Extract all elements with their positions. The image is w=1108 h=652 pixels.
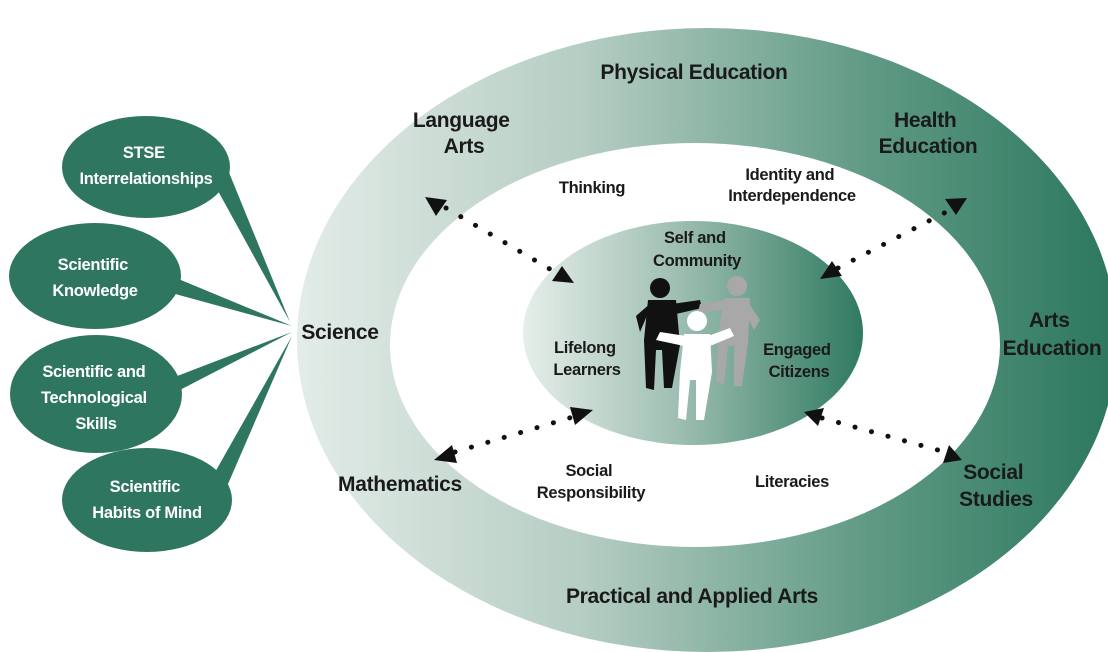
label-thinking: Thinking: [559, 179, 625, 197]
bubble-connectors: [168, 170, 292, 484]
bubble-knowledge-line1: Scientific: [58, 256, 128, 274]
bubble-skills-line3: Skills: [75, 415, 116, 433]
arrow-top-left: [443, 205, 563, 278]
svg-text:Scientific Habits of Min: Scientific Habits of Mind: [92, 478, 201, 522]
label-lifelong-learners: Lifelong Learners: [553, 339, 620, 379]
label-arts-education: Arts Education: [1003, 309, 1102, 360]
label-mathematics: Mathematics: [338, 473, 462, 496]
label-language-arts: Language Arts: [413, 109, 515, 158]
core-ellipse: [523, 221, 863, 445]
label-literacies: Literacies: [755, 473, 829, 491]
bubble-skills: Scientific and Technological Skills: [10, 335, 182, 453]
figure-black: [636, 278, 702, 390]
label-science: Science: [301, 321, 378, 344]
bubble-habits: Scientific Habits of Mind: [62, 448, 232, 552]
label-identity-interdependence: Identity and Interdependence: [728, 166, 856, 205]
figure-white: [656, 311, 734, 420]
label-social-responsibility: Social Responsibility: [537, 462, 647, 502]
svg-text:Scientific Knowledge: Scientific Knowledge: [52, 256, 137, 300]
label-social-studies: Social Studies: [959, 461, 1033, 511]
bubble-stse: STSE Interrelationships: [62, 116, 230, 218]
bubble-knowledge-line2: Knowledge: [52, 282, 137, 300]
dotted-arrows: [425, 197, 967, 463]
svg-text:STSE Interrelationships: STSE Interrelationships: [79, 144, 212, 188]
label-health-education: Health Education: [879, 109, 978, 158]
bubble-skills-line1: Scientific and: [42, 363, 145, 381]
label-self-community: Self and Community: [653, 229, 742, 270]
figure-gray: [698, 276, 760, 386]
people-figures: [636, 276, 760, 420]
bubble-stse-line2: Interrelationships: [79, 170, 212, 188]
label-practical-applied-arts: Practical and Applied Arts: [566, 585, 818, 608]
svg-text:Scientific and Technolog: Scientific and Technological Skills: [41, 363, 151, 433]
bubble-habits-line1: Scientific: [110, 478, 180, 496]
bubble-skills-line2: Technological: [41, 389, 147, 407]
bubble-habits-line2: Habits of Mind: [92, 504, 201, 522]
bubble-stse-line1: STSE: [123, 144, 165, 162]
label-engaged-citizens: Engaged Citizens: [763, 341, 835, 381]
bubble-knowledge: Scientific Knowledge: [9, 223, 181, 329]
label-physical-education: Physical Education: [600, 61, 787, 84]
